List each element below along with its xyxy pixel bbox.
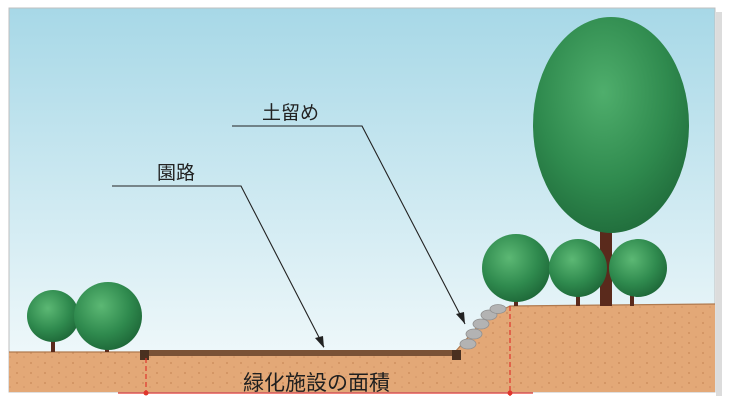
garden-path-surface [146,350,456,356]
frame-shadow [716,12,722,396]
shrub-icon-right-2 [549,239,607,306]
green-area-dimension [118,306,533,396]
green-area-label: 緑化施設の面積 [243,371,390,395]
ground-soil [9,304,715,392]
shrub-icon-right-3 [609,239,667,306]
shrub-icon-left-2 [74,282,142,352]
path-edge-post-left [140,350,149,360]
garden-path-label: 園路 [157,162,196,184]
path-edge-post-right [452,350,461,360]
retaining-wall-label: 土留め [262,102,320,124]
leader-line-retaining-wall [232,125,466,325]
leader-line-garden-path [112,185,325,348]
stone-retaining-wall-icon [459,304,507,350]
shrub-icon-right-1 [482,234,550,306]
dimension-end-marker-left [143,390,149,396]
shrub-icon-left-1 [27,290,79,352]
dimension-end-marker-right [507,390,513,396]
